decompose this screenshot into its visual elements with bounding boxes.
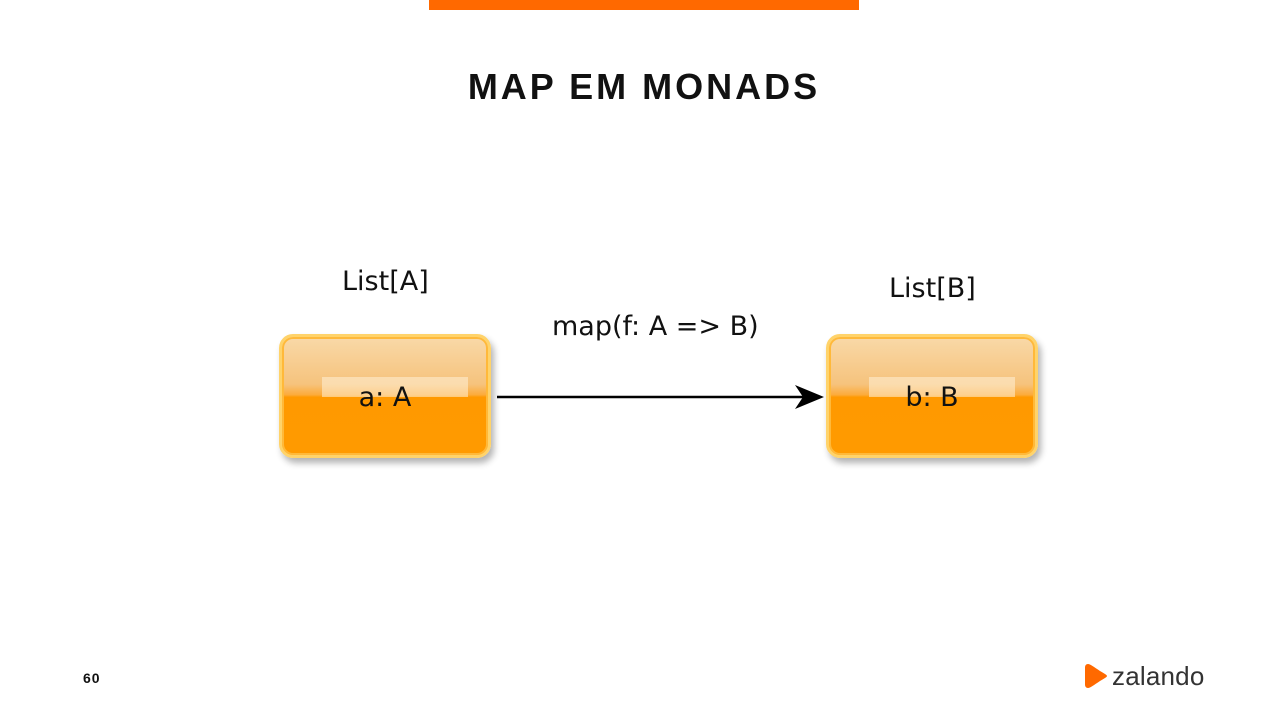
target-container-label: List[B] [889, 273, 976, 304]
map-function-label: map(f: A => B) [552, 311, 759, 342]
target-element-box: b: B [826, 334, 1038, 458]
box-gloss [322, 377, 468, 397]
source-element-label: a: A [358, 382, 412, 413]
page-number: 60 [83, 670, 101, 686]
target-element-label: b: B [905, 382, 959, 413]
zalando-logo-text: zalando [1112, 660, 1205, 691]
source-element-box: a: A [279, 334, 491, 458]
slide-title: MAP EM MONADS [467, 66, 821, 107]
source-container-label: List[A] [342, 266, 429, 297]
top-accent-bar [429, 0, 859, 10]
box-gloss [869, 377, 1015, 397]
zalando-flag-icon [1085, 664, 1107, 688]
zalando-logo: zalando [1084, 661, 1204, 691]
arrow-head-icon [795, 385, 824, 409]
